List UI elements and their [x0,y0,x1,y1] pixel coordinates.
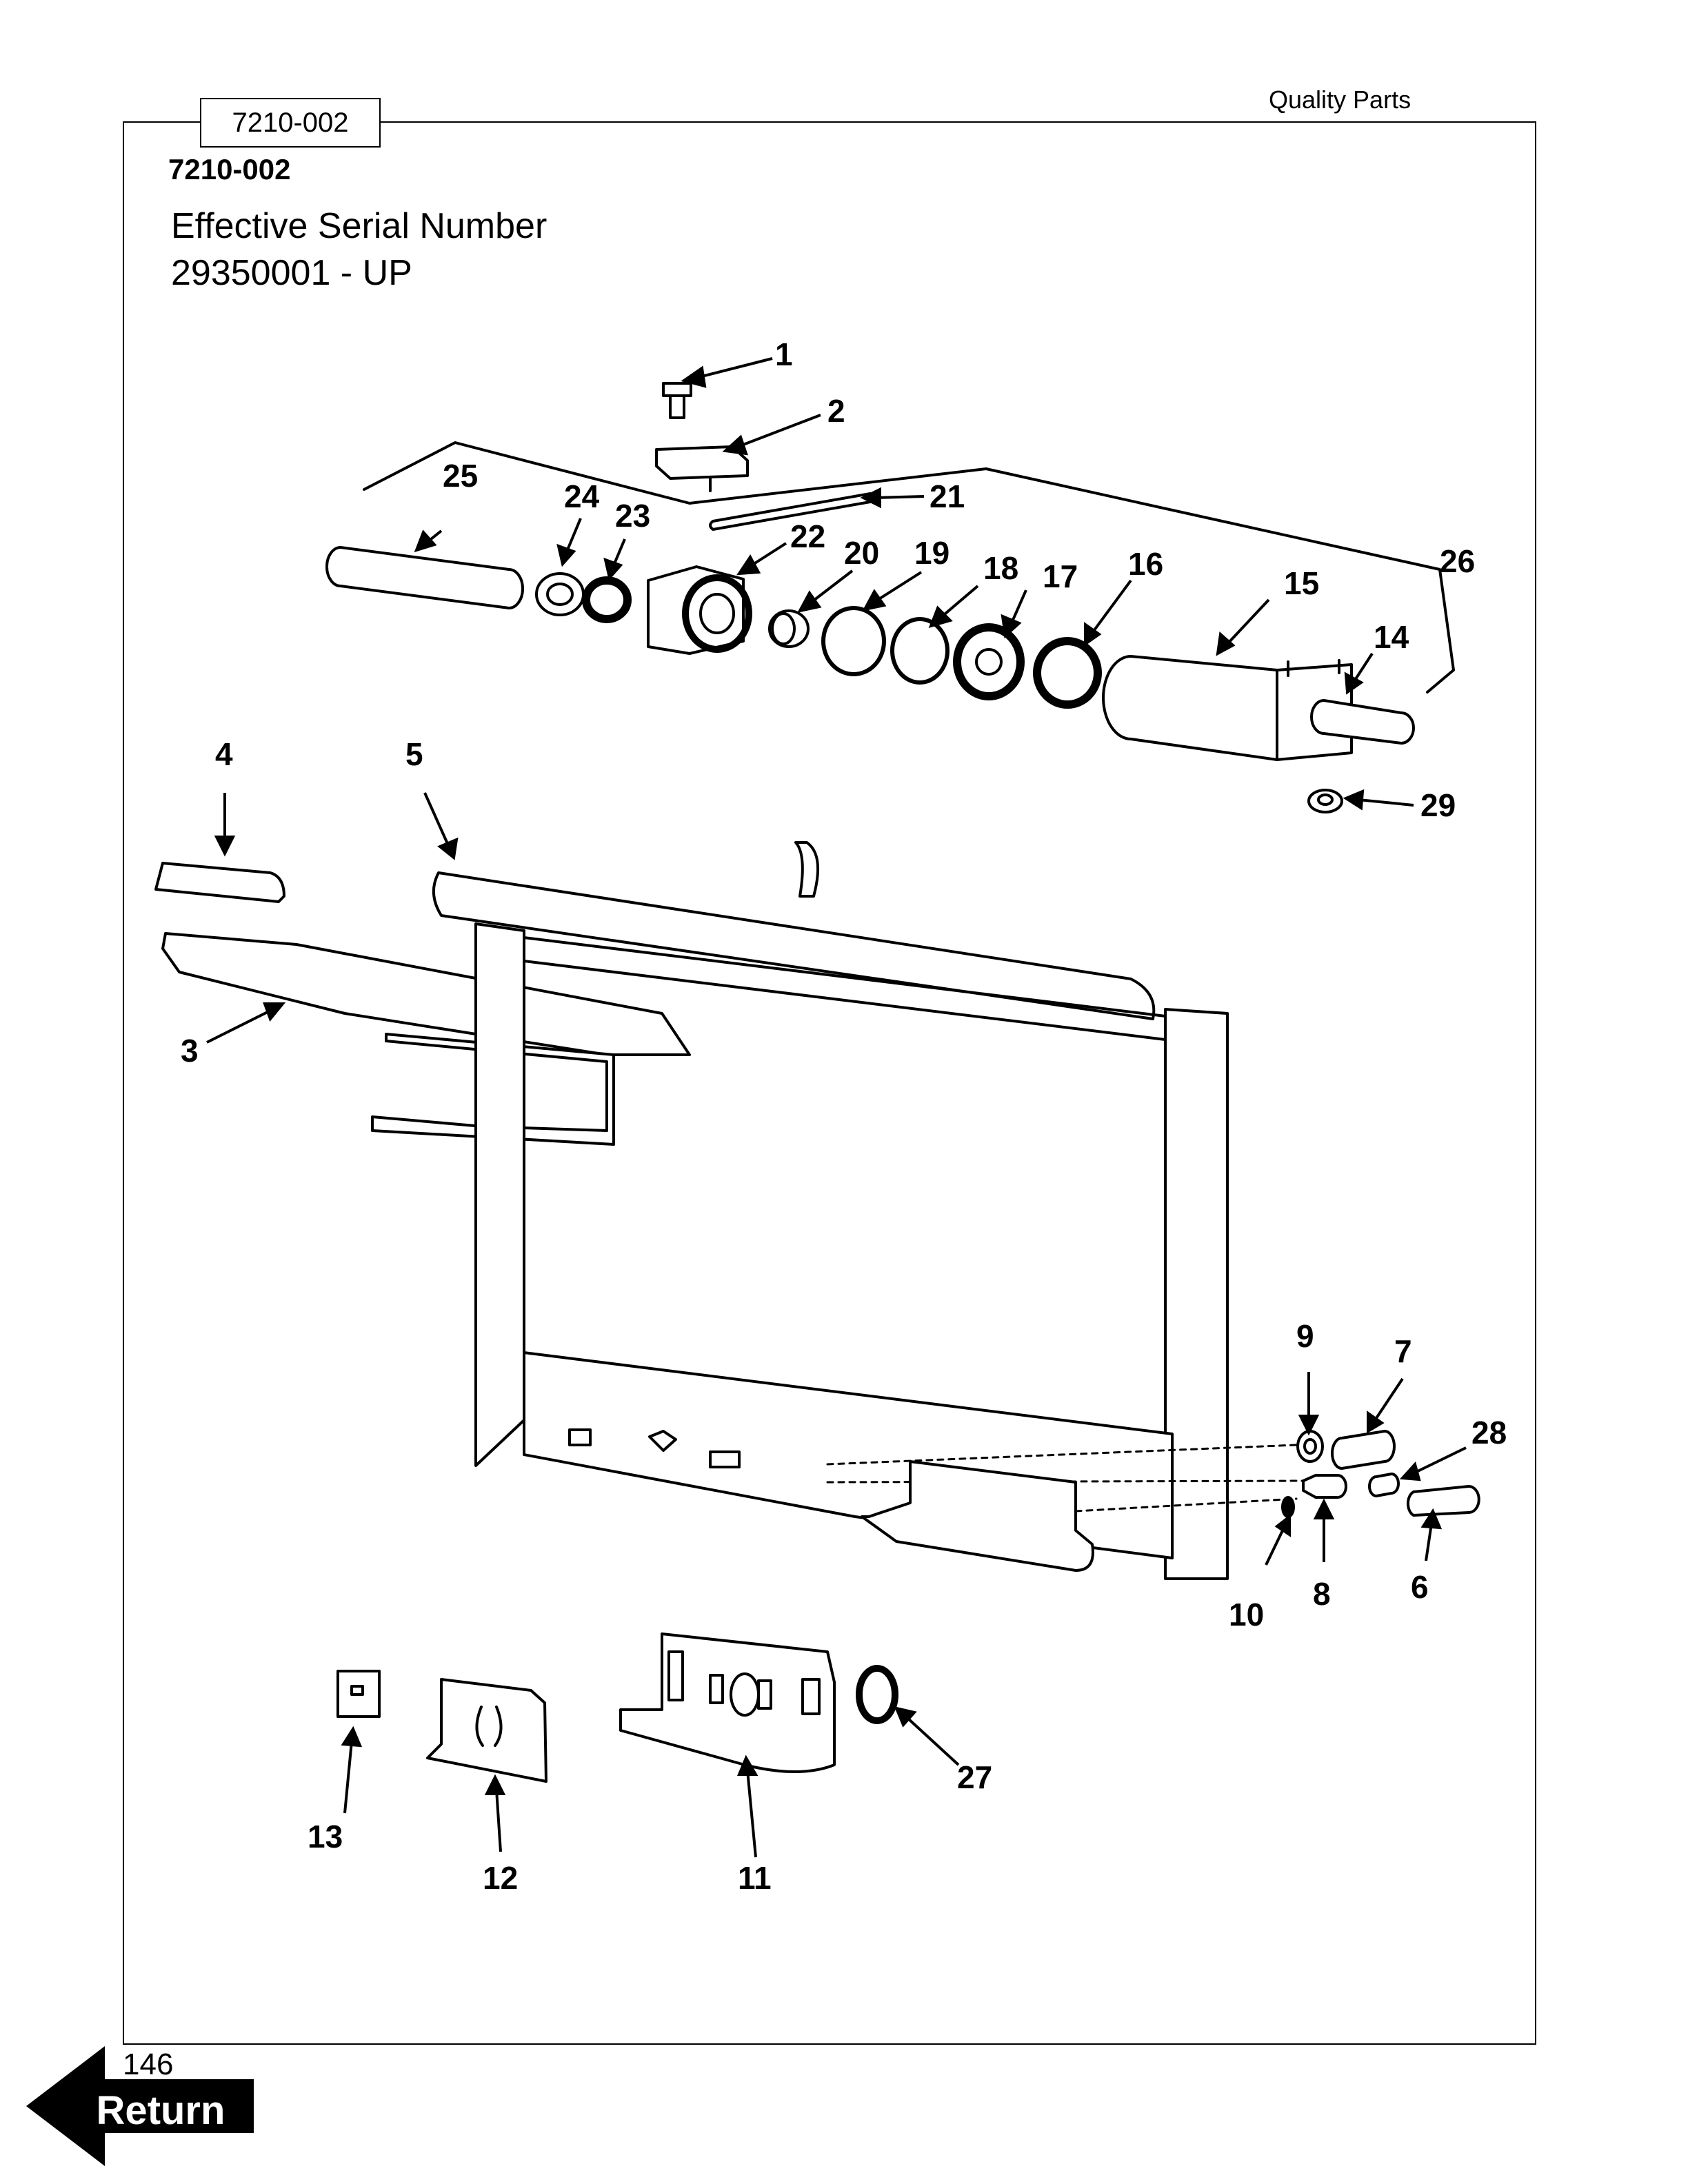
part-9-washer [1296,1430,1324,1463]
callout-1: 1 [775,336,793,372]
part-20-ring [768,609,810,648]
header-brand: Quality Parts [1269,85,1411,114]
part-4-cover [154,862,285,903]
part-19-oring [821,606,886,676]
callout-21: 21 [930,478,965,514]
diagram-frame [123,121,1536,2045]
callout-11: 11 [738,1860,772,1896]
part-16-seal [1033,637,1102,709]
callout-22: 22 [790,518,825,554]
callout-20: 20 [844,535,879,571]
document-id: 7210-002 [168,153,291,185]
part-15-cylinder [1102,655,1278,761]
return-button[interactable]: Return [26,2041,254,2172]
part-10-ball [1281,1496,1295,1518]
part-23-seal [582,576,632,623]
part-7-bushing [1331,1430,1396,1470]
callout-29: 29 [1420,787,1456,823]
callout-4: 4 [215,736,233,772]
part-18-oring [890,617,950,685]
part-27-roller [856,1665,898,1724]
part-29-washer [1307,789,1343,813]
callout-labels: 1 2 3 4 5 6 7 8 9 10 11 12 13 14 15 16 1… [181,336,1507,1896]
callout-7: 7 [1394,1333,1412,1369]
callout-10: 10 [1229,1597,1264,1632]
callout-27: 27 [957,1759,992,1795]
part-6-bolt [1406,1485,1480,1517]
part-8-pin [1302,1474,1347,1499]
part-11-latch [619,1632,836,1773]
callout-9: 9 [1296,1318,1314,1354]
return-label: Return [96,2087,225,2133]
callout-25: 25 [443,458,478,494]
part-25-rod [325,546,524,609]
cylinder-assembly-bracket [363,441,1455,694]
page-number: 146 [123,2048,174,2081]
part-12-bracket [426,1678,547,1783]
part-28-bushing [1368,1473,1400,1497]
callout-16: 16 [1128,546,1163,582]
part-14-rod [1310,699,1415,745]
callout-8: 8 [1313,1576,1331,1612]
return-arrow-icon [26,2046,254,2166]
callout-17: 17 [1043,558,1078,594]
callout-3: 3 [181,1033,199,1069]
document-tab: 7210-002 [200,98,381,148]
callout-28: 28 [1471,1415,1507,1450]
serial-range: 29350001 - UP [171,253,412,293]
callout-6: 6 [1411,1569,1429,1605]
part-17-piston [953,623,1025,700]
part-5-top-rail [432,871,1156,1020]
callout-19: 19 [914,535,950,571]
callout-14: 14 [1374,619,1409,655]
part-11-latch-installed [861,1460,1094,1572]
callout-13: 13 [308,1819,343,1854]
callout-12: 12 [483,1860,518,1896]
callout-23: 23 [615,498,650,534]
callout-18: 18 [983,550,1018,586]
part-24-ring [535,572,585,616]
serial-label: Effective Serial Number [171,206,547,246]
callout-5: 5 [405,736,423,772]
callout-24: 24 [564,478,600,514]
callout-2: 2 [827,393,845,429]
callout-15: 15 [1284,565,1319,601]
part-5-right-post [1164,1008,1229,1580]
part-5-left-post [474,922,525,1467]
callout-26: 26 [1440,543,1475,579]
